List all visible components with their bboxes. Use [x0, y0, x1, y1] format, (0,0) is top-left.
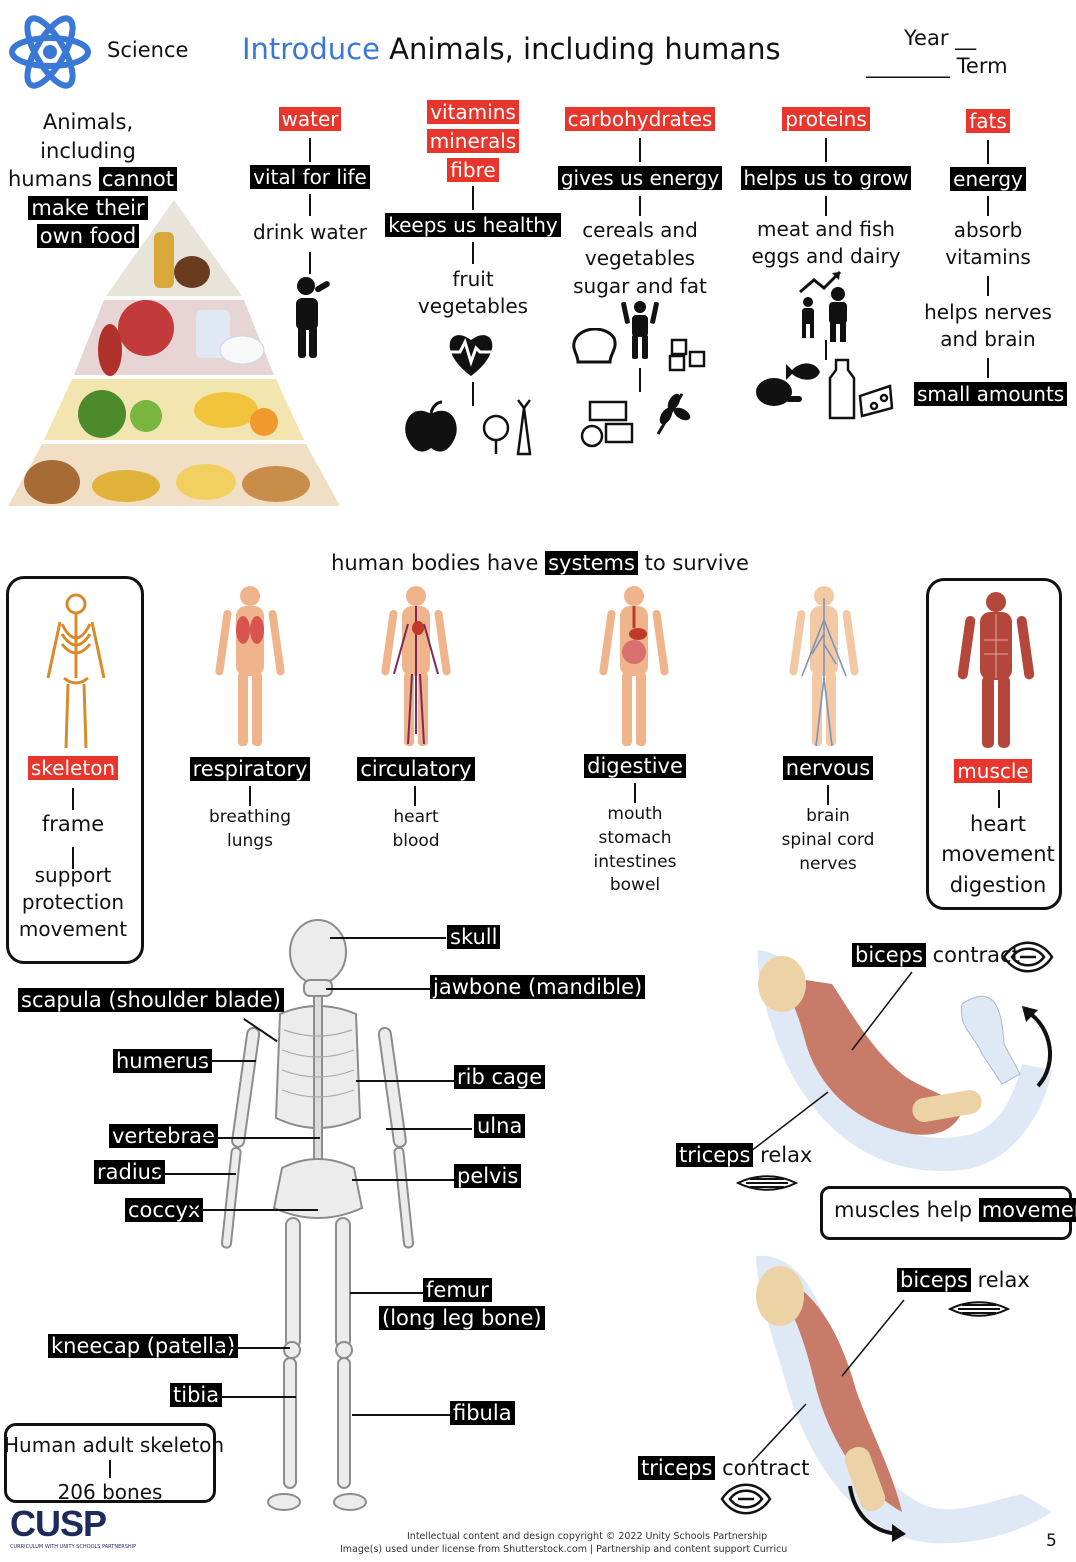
systems-heading: human bodies have systems to survive: [331, 551, 749, 575]
bread-icon: [570, 328, 618, 370]
extra-fats: helps nerves and brain: [924, 300, 1052, 352]
intro-text: Animals, including humans cannot make th…: [8, 108, 178, 251]
vegetables-icon: [478, 398, 540, 456]
respiratory-body-image: [212, 584, 288, 748]
label-fibula: fibula: [450, 1401, 515, 1426]
details-nervous: brain spinal cord nerves: [781, 806, 875, 874]
label-humerus: humerus: [113, 1049, 212, 1074]
role-fats: energy: [940, 166, 1036, 193]
page-title: Introduce Animals, including humans: [242, 32, 781, 66]
circulatory-body-image: [378, 584, 454, 748]
contract-muscle-icon-2: [720, 1480, 772, 1518]
title-text: Animals, including humans: [389, 32, 781, 66]
science-logo-icon: [8, 10, 92, 94]
label-rib-cage: rib cage: [454, 1065, 546, 1090]
top-muscle2: triceps relax: [676, 1143, 812, 1168]
cereal-icon: [578, 396, 638, 448]
energy-person-icon: [620, 300, 660, 360]
source-vitamins: fruit vegetables: [417, 267, 529, 318]
system-skeleton: skeleton frame support protection moveme…: [18, 756, 128, 942]
nutrient-proteins: proteins: [766, 106, 886, 133]
label-kneecap: kneecap (patella): [48, 1334, 239, 1359]
details-circulatory: heart blood: [392, 807, 440, 851]
rotate-down-arrow-icon: [846, 1484, 912, 1544]
label-jawbone: jawbone (mandible): [430, 975, 646, 1000]
system-nervous: nervous: [748, 754, 908, 783]
top-leader-lines: [738, 970, 918, 1170]
digestive-body-image: [596, 584, 672, 748]
nutrient-carbohydrates: carbohydrates: [560, 106, 720, 133]
license-text: Image(s) used under license from Shutter…: [340, 1544, 788, 1555]
copyright-text: Intellectual content and design copyrigh…: [407, 1531, 768, 1542]
top-muscle1: biceps contract: [852, 943, 1020, 968]
skeleton-summary-box: [4, 1423, 216, 1503]
wheat-icon: [652, 388, 692, 436]
label-vertebrae: vertebrae: [109, 1124, 218, 1149]
dairy-icon: [826, 356, 896, 422]
relax-muscle-icon: [736, 1172, 798, 1194]
source-fats: absorb vitamins: [945, 218, 1031, 270]
nutrient-vitamins: vitamins minerals fibre: [410, 98, 536, 185]
apple-icon: [400, 400, 462, 456]
label-tibia: tibia: [170, 1383, 223, 1408]
role-water: vital for life: [240, 164, 380, 191]
skeleton-diagram-image: [212, 918, 422, 1518]
skeleton-body-image: [36, 592, 116, 752]
footer-fats: small amounts: [914, 381, 1068, 408]
nervous-body-image: [786, 584, 862, 748]
term-label: ________ Term: [866, 54, 1008, 78]
relax-muscle-icon-2: [948, 1298, 1010, 1320]
label-coccyx: coccyx: [125, 1198, 204, 1223]
muscle-body-image: [956, 590, 1036, 750]
arm-extended-image: [752, 1250, 1058, 1550]
label-femur-note: (long leg bone): [379, 1306, 545, 1331]
label-radius: radius: [94, 1160, 165, 1185]
bottom-leader-lines: [750, 1296, 910, 1466]
person-drinking-icon: [288, 276, 334, 360]
label-skull: skull: [447, 925, 501, 950]
details-digestive: mouth stomach intestines bowel: [593, 804, 677, 896]
bottom-muscle2: triceps contract: [638, 1456, 809, 1481]
rotate-up-arrow-icon: [1018, 1004, 1058, 1088]
system-muscle: muscle: [928, 758, 1058, 785]
title-highlight: Introduce: [242, 32, 380, 66]
system-respiratory: respiratory: [170, 755, 330, 784]
label-ulna: ulna: [474, 1114, 526, 1139]
source-water: drink water: [252, 220, 368, 244]
source-carbohydrates: cereals and vegetables sugar and fat: [573, 218, 707, 298]
details-respiratory: breathing lungs: [208, 807, 291, 851]
label-scapula: scapula (shoulder blade): [18, 988, 284, 1013]
system-circulatory: circulatory: [336, 755, 496, 784]
role-carbohydrates: gives us energy: [556, 165, 724, 192]
muscles-caption: muscles help movement: [834, 1198, 1076, 1223]
skeleton-summary-text: Human adult skeleton 206 bones: [4, 1433, 225, 1504]
source-proteins: meat and fish eggs and dairy: [751, 217, 901, 269]
heart-rate-icon: [444, 328, 498, 378]
cusp-logo: CUSP CURRICULUM WITH UNITY SCHOOLS PARTN…: [10, 1503, 137, 1551]
year-label: Year __: [904, 26, 977, 50]
contract-muscle-icon: [1002, 938, 1054, 976]
muscle-system-box: [926, 578, 1062, 910]
nutrient-water: water: [260, 106, 360, 133]
system-digestive: digestive: [555, 752, 715, 781]
growing-people-icon: [794, 270, 860, 342]
details-muscle: heart movement digestion: [941, 812, 1055, 897]
sugar-cubes-icon: [666, 336, 714, 374]
skeleton-system-box: [6, 576, 144, 964]
nutrient-fats: fats: [950, 108, 1026, 135]
role-vitamins: keeps us healthy: [384, 212, 562, 239]
label-femur: femur: [423, 1278, 492, 1303]
bottom-muscle1: biceps relax: [897, 1268, 1030, 1293]
label-pelvis: pelvis: [454, 1164, 522, 1189]
role-proteins: helps us to grow: [740, 165, 912, 192]
meat-fish-icon: [752, 358, 824, 414]
page-number: 5: [1046, 1531, 1057, 1551]
food-pyramid-image: [6, 200, 342, 510]
arm-flexed-image: [752, 944, 1052, 1172]
subject-label: Science: [107, 38, 189, 62]
